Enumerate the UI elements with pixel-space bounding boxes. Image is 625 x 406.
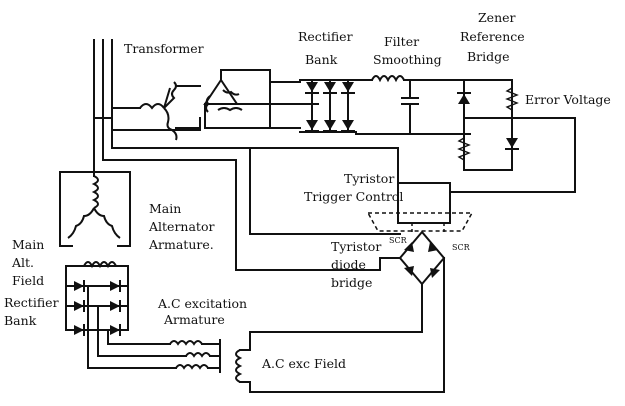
main-alternator-armature <box>59 171 131 247</box>
label-ac-excitation-2: Armature <box>163 312 225 327</box>
label-tyristor-trigger-2: Trigger Control <box>304 189 403 204</box>
label-rectifier-bank-top-2: Bank <box>305 52 338 67</box>
filter-smoothing <box>355 75 471 135</box>
label-tyristor-bridge-3: bridge <box>331 275 372 290</box>
label-zener-2: Reference <box>460 29 525 44</box>
rectifier-bank-top <box>269 79 357 133</box>
label-zener-3: Bridge <box>467 49 510 64</box>
rectifier-bank-bottom <box>65 280 129 369</box>
label-filter-2: Smoothing <box>373 52 442 67</box>
zener-reference-bridge <box>457 79 576 193</box>
main-alt-field <box>65 261 129 331</box>
label-transformer: Transformer <box>124 41 204 56</box>
label-zener-1: Zener <box>478 10 516 25</box>
label-rectifier-bank-bottom-1: Rectifier <box>4 295 59 310</box>
label-main-alt-field-2: Alt. <box>11 255 34 270</box>
label-tyristor-bridge-2: diode <box>331 257 366 272</box>
label-ac-excitation-1: A.C excitation <box>157 296 247 311</box>
label-tyristor-trigger-1: Tyristor <box>344 171 394 186</box>
label-main-alt-armature-3: Armature. <box>148 237 214 252</box>
label-rectifier-bank-bottom-2: Bank <box>4 313 37 328</box>
labels: Transformer Rectifier Bank Filter Smooth… <box>4 10 611 371</box>
transformer-secondary <box>199 69 271 131</box>
label-scr-right: SCR <box>452 243 471 252</box>
ac-exc-field <box>235 289 445 393</box>
tyristor-diode-bridge <box>379 230 446 301</box>
label-main-alt-armature-1: Main <box>149 201 181 216</box>
label-ac-exc-field: A.C exc Field <box>261 356 346 371</box>
tyristor-trigger-control <box>366 182 576 233</box>
label-tyristor-bridge-1: Tyristor <box>331 239 381 254</box>
label-main-alt-armature-2: Alternator <box>148 219 214 234</box>
label-error-voltage: Error Voltage <box>525 92 611 107</box>
label-filter-1: Filter <box>384 34 419 49</box>
label-main-alt-field-1: Main <box>12 237 44 252</box>
label-scr-left: SCR <box>389 236 408 245</box>
main-bus-lines <box>59 39 251 177</box>
transformer-primary <box>139 81 201 141</box>
label-main-alt-field-3: Field <box>12 273 44 288</box>
label-rectifier-bank-top-1: Rectifier <box>298 29 353 44</box>
control-wiring <box>235 147 401 271</box>
ac-excitation-armature <box>87 339 221 373</box>
